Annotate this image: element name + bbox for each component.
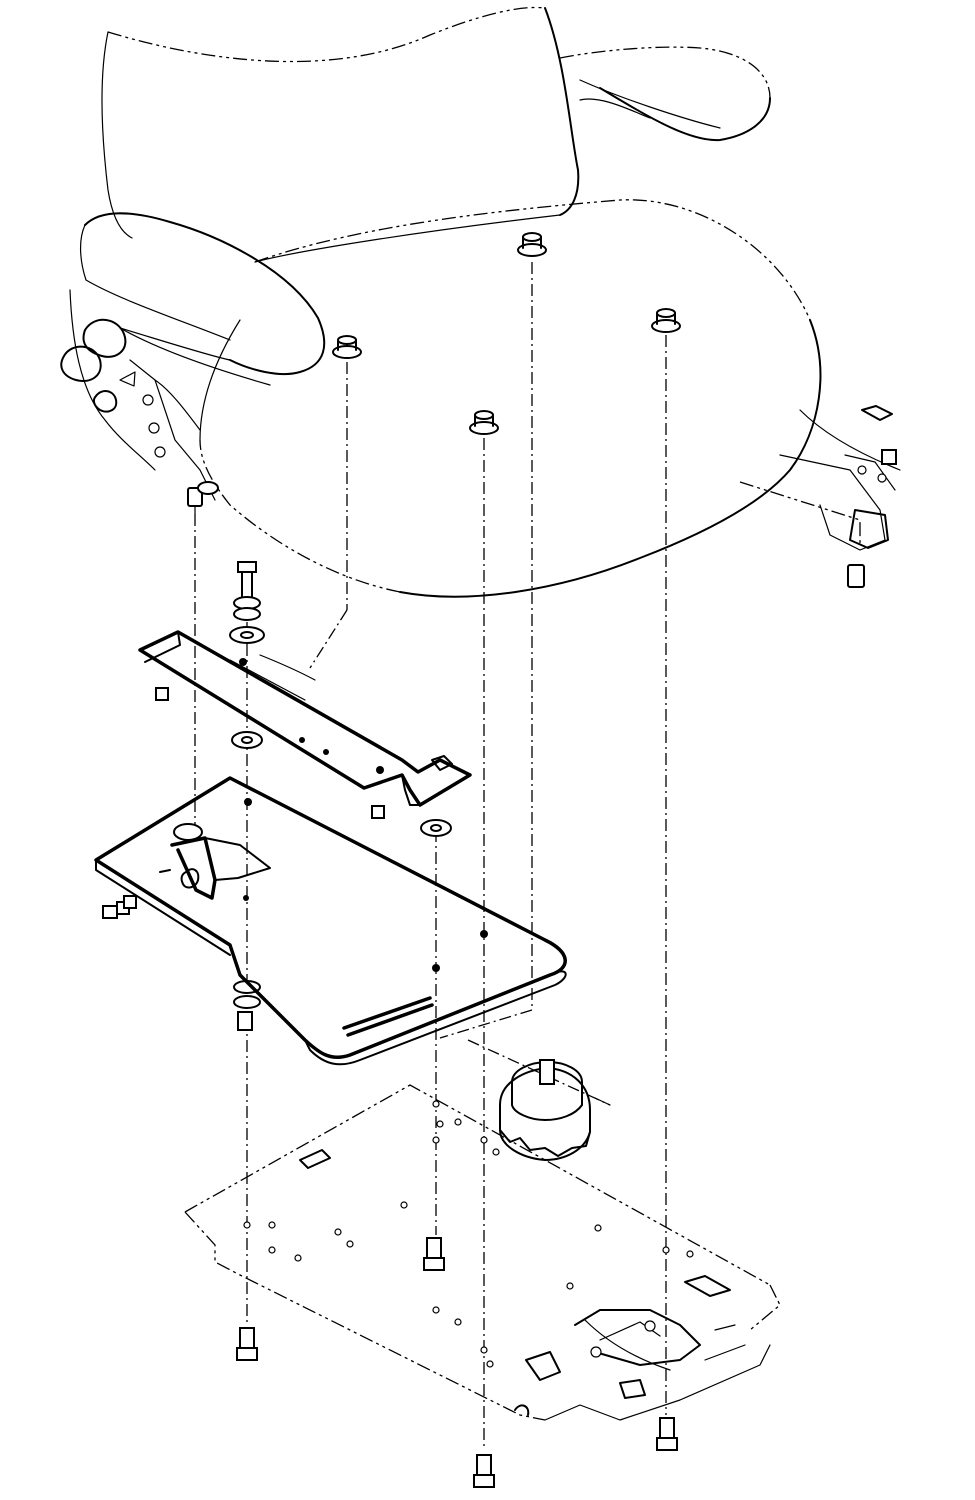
- cap-nut-3: [651, 308, 681, 333]
- hex-bolt-1: [423, 1237, 445, 1271]
- stud-bolt: [187, 481, 219, 515]
- seat-cushion: [199, 199, 822, 598]
- cap-nut-1: [332, 335, 362, 359]
- left-armrest: [80, 212, 326, 386]
- slide-rail: [739, 405, 901, 588]
- hex-bolt-4: [473, 1454, 495, 1488]
- hex-bolt-lower-stack: [237, 1011, 253, 1031]
- seat-backrest: [101, 6, 580, 263]
- hex-bolt-3: [656, 1417, 678, 1451]
- seat-side-mechanism: [69, 289, 216, 501]
- right-armrest: [559, 46, 771, 142]
- bracket-bar: [138, 630, 472, 819]
- hex-bolts-bottom: [236, 1237, 678, 1488]
- hex-bolt-top: [237, 561, 257, 599]
- swivel-knob: [499, 1059, 611, 1161]
- adjust-knobs: [60, 319, 127, 413]
- assembly-center-lines: [194, 262, 667, 1450]
- cap-nuts: [332, 232, 681, 435]
- cap-nut-2: [517, 232, 547, 257]
- washers: [229, 596, 452, 1009]
- cap-nut-4: [469, 410, 499, 435]
- hex-bolt-2: [236, 1327, 258, 1361]
- adapter-plate: [94, 776, 567, 1066]
- base-plate: [184, 1084, 781, 1421]
